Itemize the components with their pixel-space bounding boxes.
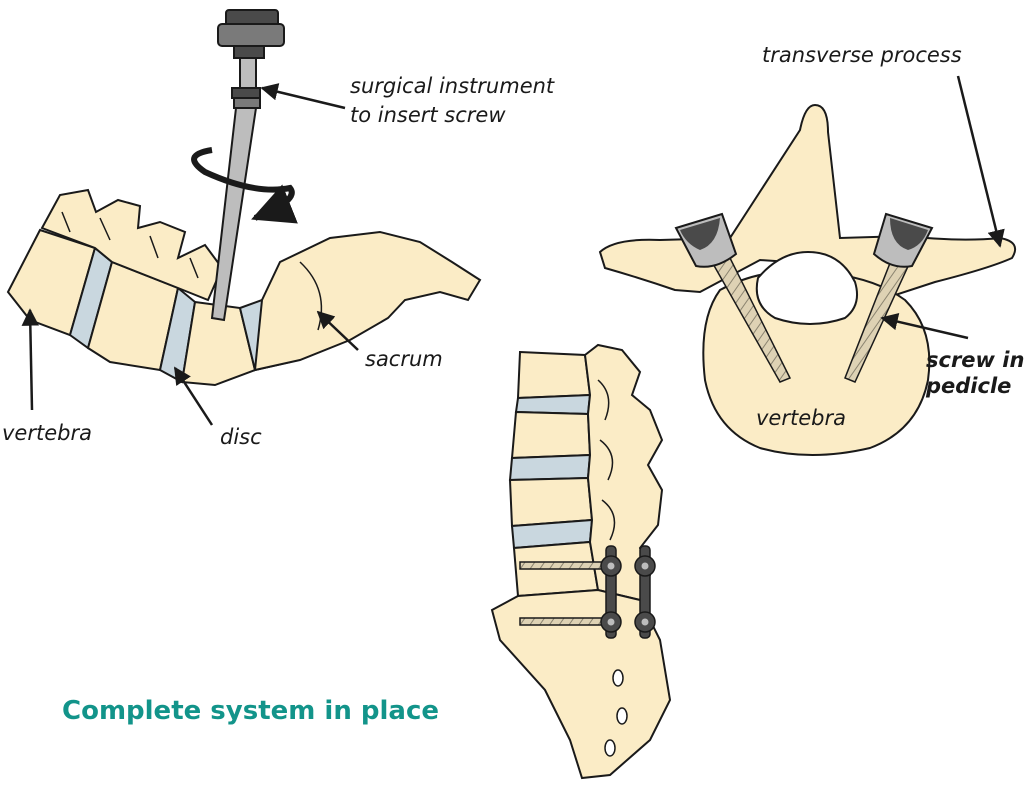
complete-system-illustration <box>490 343 672 780</box>
caption-complete-system: Complete system in place <box>62 696 439 726</box>
sacrum-label: sacrum <box>365 347 443 371</box>
lateral-body-3 <box>508 476 594 528</box>
instrument-callout-arrow <box>260 83 346 110</box>
transverse-process-callout-arrow <box>956 75 1005 248</box>
screw-callout-arrow <box>880 313 969 340</box>
lateral-disc-1 <box>514 393 592 416</box>
sacrum-callout-arrow <box>316 310 359 351</box>
lateral-body-1 <box>516 350 592 400</box>
screw-label-line2: pedicle <box>925 374 1011 398</box>
instrument-label-line2: to insert screw <box>350 103 506 127</box>
spinal-canal <box>755 250 858 325</box>
surgical-instrument <box>210 9 285 322</box>
sacrum <box>253 230 482 372</box>
axial-vertebra-illustration <box>598 103 1016 456</box>
vertebra-callout-arrow <box>21 308 40 411</box>
posterior-elements <box>40 188 224 302</box>
disc-label: disc <box>220 425 262 449</box>
side-spine-illustration <box>6 188 482 387</box>
lateral-body-2 <box>510 410 592 460</box>
vertebra-label-axial: vertebra <box>756 406 846 430</box>
instrument-label-line1: surgical instrument <box>350 74 555 98</box>
rotation-arrow <box>191 147 298 224</box>
lateral-disc-2 <box>508 453 592 482</box>
screw-nuts <box>600 555 656 633</box>
vertebra-label-side: vertebra <box>2 421 92 445</box>
disc-callout-arrow <box>173 366 214 426</box>
transverse-process-label: transverse process <box>762 43 962 67</box>
screw-label-line1: screw in <box>926 348 1024 372</box>
